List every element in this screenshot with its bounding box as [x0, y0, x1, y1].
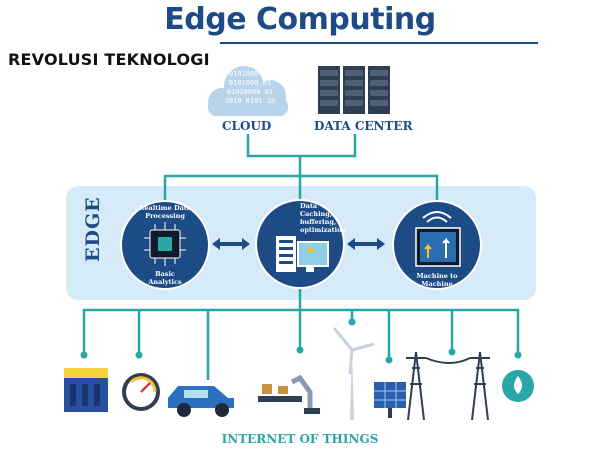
water-drop-icon — [502, 370, 534, 402]
battery-pack-icon — [64, 368, 108, 412]
solar-panel-icon — [374, 382, 406, 418]
node2-top-text: Data Caching, buffering, optimization — [300, 202, 346, 234]
datacenter-label: DATA CENTER — [314, 119, 413, 133]
page-subtitle: REVOLUSI TEKNOLOGI — [8, 50, 210, 69]
text-line: optimization — [300, 226, 347, 234]
cloud-icon — [208, 66, 288, 116]
text-line: Realtime Data — [138, 204, 192, 212]
text-line: Caching, — [300, 210, 333, 218]
power-tower-icon — [406, 351, 490, 421]
wind-turbine-icon — [332, 327, 375, 420]
car-icon — [168, 386, 234, 417]
server-monitor-icon — [276, 236, 329, 272]
node3-bottom-text: Machine to Machine — [402, 272, 472, 288]
node1-top-text: Realtime Data Processing — [130, 204, 200, 220]
binary-row: 0101000 01 — [228, 79, 272, 87]
binary-row: 0101000 01 — [228, 70, 272, 78]
text-line: buffering, — [300, 218, 337, 226]
bidirectional-arrow-icon — [212, 238, 385, 250]
edge-label: EDGE — [82, 196, 104, 262]
text-line: Processing — [145, 212, 185, 220]
node1-bottom-text: Basic Analytics — [130, 270, 200, 286]
top-connectors — [163, 134, 439, 200]
text-line: Analytics — [148, 278, 182, 286]
iot-label: INTERNET OF THINGS — [221, 432, 379, 446]
server-rack-icon — [318, 66, 390, 114]
text-line: Machine — [421, 280, 453, 288]
binary-row: 01010000 01 — [226, 88, 274, 96]
cpu-chip-icon — [144, 222, 186, 266]
cloud-label: CLOUD — [222, 119, 272, 133]
robot-arm-conveyor-icon — [258, 374, 320, 414]
cloud-binary-text: 0101000 01 0101000 01 01010000 01 1010 0… — [212, 70, 288, 106]
bottom-connectors — [82, 286, 520, 380]
title-underline — [220, 42, 538, 44]
binary-row: 1010 0101 10 — [224, 97, 276, 105]
wifi-tablet-icon — [415, 211, 461, 267]
text-line: Data — [300, 202, 318, 210]
connector-dots — [80, 318, 522, 364]
text-line: Machine to — [416, 272, 458, 280]
text-line: Basic — [155, 270, 175, 278]
speedometer-icon — [122, 373, 160, 411]
page-title: Edge Computing — [164, 2, 436, 37]
